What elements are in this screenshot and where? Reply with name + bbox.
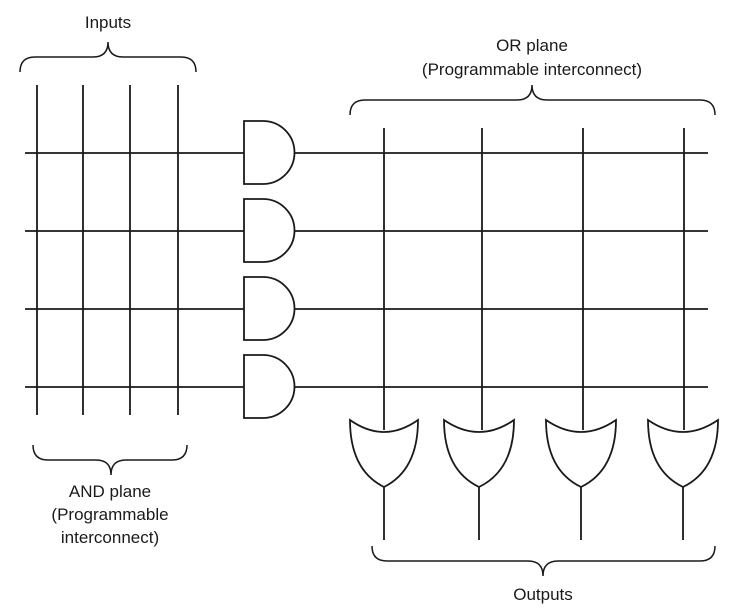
and-gates — [243, 120, 296, 419]
and-plane-sublabel-1: (Programmable — [51, 505, 168, 524]
outputs-label: Outputs — [513, 585, 573, 604]
or-plane-columns — [383, 128, 685, 430]
or-plane-label: OR plane — [496, 36, 568, 55]
or-gate — [545, 418, 617, 489]
and-gate — [243, 276, 296, 341]
or-gate — [443, 418, 515, 489]
or-gate — [349, 418, 419, 489]
and-gate — [243, 354, 296, 419]
or-gates — [349, 418, 719, 489]
or-plane-rows — [294, 152, 708, 388]
output-lines — [383, 487, 684, 540]
input-lines — [36, 85, 179, 415]
or-gate — [647, 418, 719, 489]
or-plane-sublabel: (Programmable interconnect) — [422, 60, 642, 79]
and-plane-brace — [32, 444, 188, 476]
and-plane-lines — [25, 152, 244, 388]
and-gate — [243, 198, 296, 263]
and-plane-label: AND plane — [69, 482, 151, 501]
and-plane-sublabel-2: interconnect) — [61, 528, 159, 547]
inputs-label: Inputs — [85, 13, 131, 32]
outputs-brace — [371, 545, 716, 577]
and-gate — [243, 120, 296, 185]
or-plane-brace — [349, 84, 716, 116]
inputs-brace — [19, 41, 197, 73]
